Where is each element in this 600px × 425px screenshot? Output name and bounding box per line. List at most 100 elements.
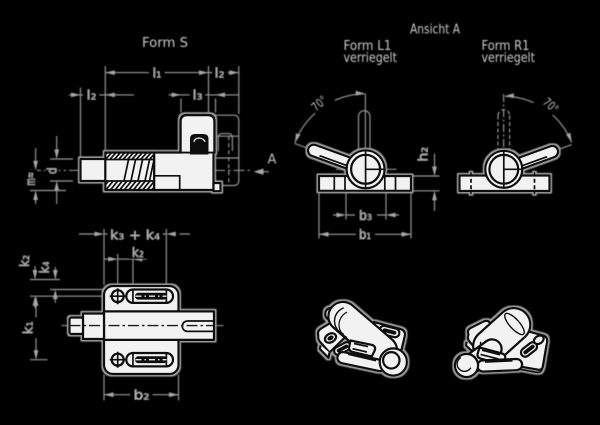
side-extension-lines xyxy=(79,66,240,158)
top-ext-v xyxy=(103,229,167,290)
iso2-bolt-ball xyxy=(453,352,480,379)
dim-k2v-halo xyxy=(17,252,31,270)
iso1-slot-left-inner xyxy=(336,344,349,353)
hatch-top xyxy=(105,152,155,160)
lever-edge-l1 xyxy=(319,154,350,168)
dim-k1-halo xyxy=(21,318,35,337)
top-view xyxy=(68,284,216,376)
plate-lines-l1 xyxy=(333,176,397,191)
iso2-wing-right-side xyxy=(493,345,548,374)
top-view-dimensions xyxy=(30,229,224,401)
dim-m: m≈ xyxy=(23,172,39,186)
dim-d: d xyxy=(45,168,61,175)
dim-b2: b₂ xyxy=(134,388,150,404)
dim-h2-halo xyxy=(416,144,430,165)
dimension-layer xyxy=(30,66,573,401)
bolt-edges-in-bushing xyxy=(105,158,155,182)
form-s-dimensions xyxy=(30,66,269,204)
dim-k2h-halo xyxy=(129,245,147,259)
iso1-collar-arc2 xyxy=(338,311,348,339)
iso1-ring-inner xyxy=(381,350,401,370)
dim-b2-halo xyxy=(131,388,152,402)
dim-k1: k₁ xyxy=(21,321,37,334)
iso2-hole xyxy=(532,334,545,346)
iso-views xyxy=(316,300,549,379)
dim-k2h: k₂ xyxy=(132,245,144,261)
k2-arrows xyxy=(108,256,143,262)
form-l1-front-view xyxy=(306,143,413,192)
lever-edge-r1 xyxy=(519,155,548,168)
iso2-ball-rim xyxy=(456,357,472,372)
dim-d-halo xyxy=(45,165,59,177)
form-s-title: Form S xyxy=(142,36,188,51)
dim-k2v: k₂ xyxy=(17,255,33,267)
form-r1-sub: verriegelt xyxy=(482,51,536,66)
grip-slot-inner-arc xyxy=(193,137,206,143)
dim-k3k4: k₃ + k₄ xyxy=(110,227,160,243)
dim-l2-left-halo xyxy=(84,88,99,102)
dim-k4v-halo xyxy=(37,259,51,276)
iso1-slot-right-inner xyxy=(382,328,397,335)
view-a-arrow xyxy=(253,168,264,175)
d-ext-bars xyxy=(50,158,73,182)
dim-b3-halo xyxy=(356,208,375,222)
flange-lip-side xyxy=(212,181,222,193)
rear-knob-outline xyxy=(214,114,240,187)
dim-b3: b₃ xyxy=(359,208,372,224)
iso1-lever-line xyxy=(347,353,377,362)
text-layer: Form S l₁ l₂ l₂ l₃ d m≈ A Ansicht A Form… xyxy=(17,23,561,404)
b1-arrows xyxy=(319,231,411,237)
knob-cross-l1 xyxy=(364,150,385,188)
bolt-side xyxy=(79,157,108,183)
form-l1-title: Form L1 xyxy=(344,39,392,54)
housing-side xyxy=(153,151,215,192)
dim-b1-halo xyxy=(356,227,374,241)
ansicht-a-title: Ansicht A xyxy=(410,23,460,38)
spring-coils xyxy=(123,159,155,181)
dim-l2-left: l₂ xyxy=(87,88,97,104)
l1-dimensions xyxy=(294,90,440,239)
h2-bars xyxy=(411,175,440,192)
form-r1-title: Form R1 xyxy=(482,39,530,54)
dim-l1-halo xyxy=(150,66,164,79)
dim-m-halo xyxy=(24,169,37,189)
iso2-slot-inner xyxy=(523,344,535,355)
m-arrows xyxy=(33,160,38,200)
view-a-label: A xyxy=(268,153,277,168)
dim-l2-top: l₂ xyxy=(215,65,225,81)
h2-arrows xyxy=(432,166,437,201)
iso1-collar-arc xyxy=(333,307,345,335)
r1-dimensions xyxy=(497,93,573,152)
housing-step-line xyxy=(154,174,181,190)
b1-ext xyxy=(318,191,412,239)
dim-l1: l₁ xyxy=(153,65,162,81)
k4v-arrows xyxy=(52,270,58,299)
iso2-cap-rim xyxy=(504,312,525,336)
dim-l3: l₃ xyxy=(193,88,203,104)
dim-l2-top-halo xyxy=(212,66,227,79)
dim-h2: h₂ xyxy=(416,147,432,162)
hatch-bottom xyxy=(105,181,155,190)
dim-k4v: k₄ xyxy=(37,262,53,274)
iso2-lever-line xyxy=(484,359,513,363)
ghost-lever-l1 xyxy=(357,110,371,151)
form-s-side-view xyxy=(79,113,222,193)
dim-b1: b₁ xyxy=(359,227,371,243)
iso2-hub-lines xyxy=(480,349,501,360)
plate-hidden-lines-r1 xyxy=(470,172,536,195)
b2-ext xyxy=(103,374,180,401)
d-arrows xyxy=(54,149,60,191)
rear-knob-slot-outline xyxy=(217,133,233,151)
grip-slot xyxy=(190,134,209,155)
k2v-arrows xyxy=(32,270,38,306)
form-l1-sub: verriegelt xyxy=(344,51,398,66)
iso1-hub-lines xyxy=(352,342,369,353)
form-r1-front-view xyxy=(458,144,560,195)
dim-l3-halo xyxy=(190,88,205,102)
grip-outline xyxy=(179,113,216,154)
dim-k3k4-halo xyxy=(107,228,163,241)
iso1-hole-inner xyxy=(327,335,334,341)
knob-cross-r1 xyxy=(502,151,522,188)
